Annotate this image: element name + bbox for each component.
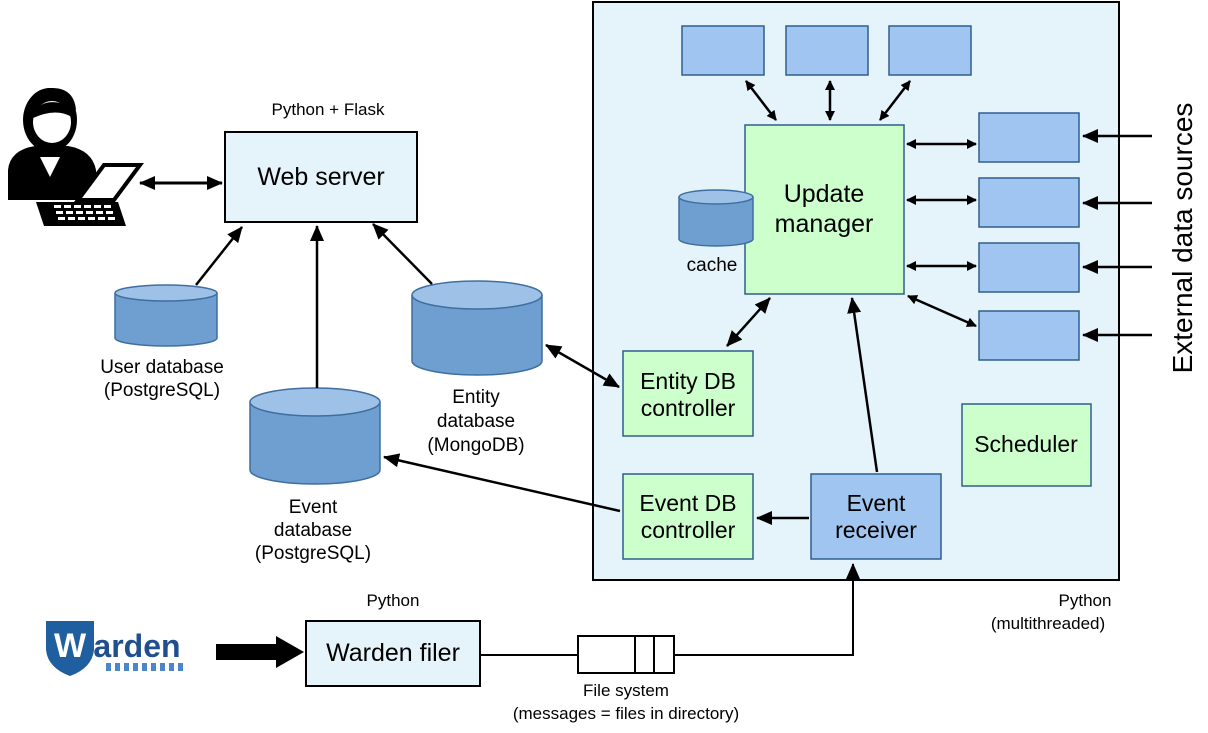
svg-text:W: W bbox=[54, 627, 87, 665]
module-box-top-3 bbox=[888, 25, 972, 76]
entity-database-label: Entity bbox=[452, 387, 500, 408]
scheduler-box bbox=[961, 403, 1092, 487]
entity-database-label-2: database bbox=[437, 411, 515, 432]
update-manager-box bbox=[744, 124, 905, 295]
event-database-label-2: database bbox=[274, 520, 352, 541]
entity-db-controller-box bbox=[622, 350, 754, 437]
python-multithreaded-label: Python bbox=[1059, 591, 1112, 610]
userdb-webserver-arrow bbox=[195, 226, 243, 286]
user-database-label: User database bbox=[100, 357, 224, 378]
warden-filer-arrow bbox=[216, 636, 304, 668]
external-data-sources-label: External data sources bbox=[1167, 103, 1198, 374]
warden-logo: W arden bbox=[46, 621, 183, 676]
event-db-controller-box bbox=[622, 473, 754, 560]
file-system-description: (messages = files in directory) bbox=[513, 704, 739, 723]
web-server-label: Web server bbox=[257, 163, 384, 191]
module-box-right-1 bbox=[978, 112, 1080, 163]
event-database-label: Event bbox=[289, 497, 338, 518]
scheduler-label: Scheduler bbox=[974, 431, 1078, 457]
manager-right4-arrow bbox=[907, 294, 977, 328]
module-box-right-2 bbox=[978, 177, 1080, 228]
event-receiver-label: Event bbox=[847, 490, 906, 516]
svg-text:arden: arden bbox=[93, 628, 180, 664]
entitydb-entitycontroller-arrow bbox=[545, 343, 620, 389]
event-database-type: (PostgreSQL) bbox=[255, 543, 371, 564]
entity-db-controller-label-2: controller bbox=[641, 395, 736, 421]
user-icon bbox=[8, 88, 144, 226]
file-system-label: File system bbox=[583, 681, 669, 700]
top3-manager-arrow bbox=[879, 80, 911, 121]
module-box-right-4 bbox=[978, 310, 1080, 361]
web-server-box bbox=[224, 131, 418, 223]
entity-database-type: (MongoDB) bbox=[427, 435, 524, 456]
entity-database-icon bbox=[411, 280, 543, 376]
event-db-controller-label-2: controller bbox=[641, 517, 736, 543]
warden-filer-label: Warden filer bbox=[326, 639, 460, 667]
entitycontroller-manager-arrow bbox=[726, 297, 771, 347]
module-box-top-2 bbox=[785, 25, 869, 76]
event-database-icon bbox=[249, 387, 381, 485]
top1-manager-arrow bbox=[745, 80, 777, 121]
user-database-icon bbox=[114, 284, 218, 347]
entitydb-webserver-arrow bbox=[372, 223, 433, 285]
queue-receiver-arrow bbox=[674, 563, 860, 656]
web-server-tech-label: Python + Flask bbox=[272, 100, 385, 119]
warden-filer-tech-label: Python bbox=[367, 591, 420, 610]
module-box-right-3 bbox=[978, 242, 1080, 293]
event-receiver-label-2: receiver bbox=[835, 517, 917, 543]
receiver-manager-arrow bbox=[847, 297, 879, 473]
cache-icon bbox=[678, 189, 754, 247]
warden-filer-box bbox=[305, 620, 481, 687]
update-manager-label-2: manager bbox=[775, 210, 874, 238]
update-manager-label: Update bbox=[784, 180, 865, 208]
module-box-top-1 bbox=[681, 25, 765, 76]
entity-db-controller-label: Entity DB bbox=[640, 368, 736, 394]
python-multithreaded-label-2: (multithreaded) bbox=[991, 614, 1105, 633]
eventcontroller-eventdb-arrow bbox=[383, 453, 621, 513]
file-system-queue-icon bbox=[577, 635, 675, 674]
event-db-controller-label: Event DB bbox=[639, 490, 736, 516]
cache-label: cache bbox=[687, 255, 738, 276]
event-receiver-box bbox=[810, 473, 942, 560]
user-database-type: (PostgreSQL) bbox=[104, 380, 220, 401]
